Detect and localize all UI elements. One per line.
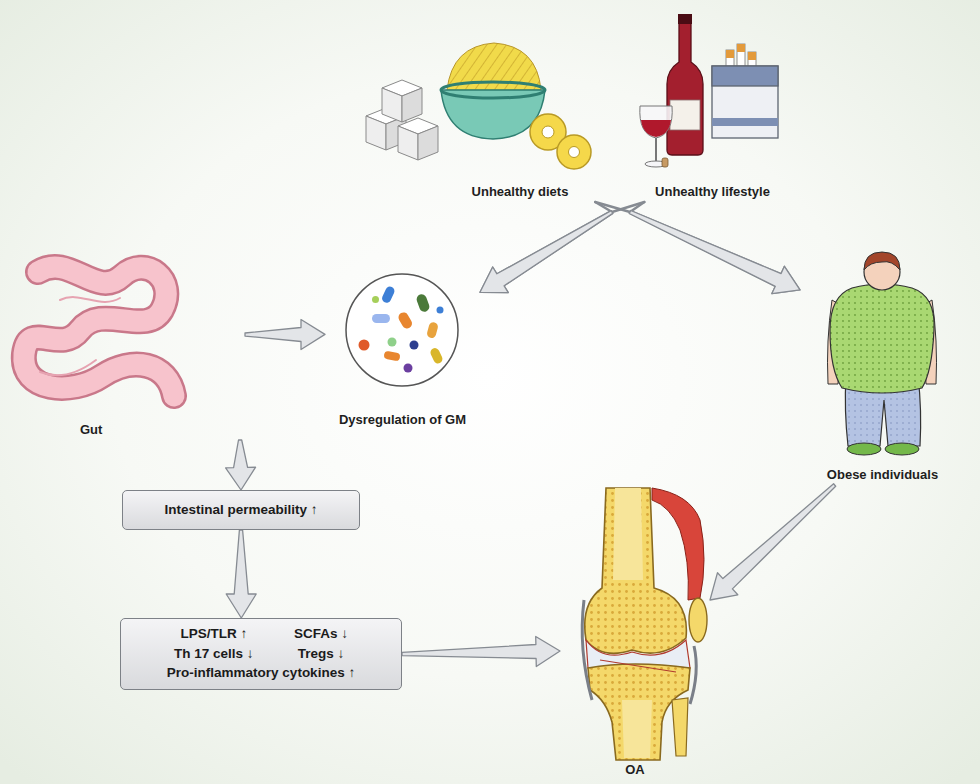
arrow-shape xyxy=(226,530,256,618)
node-label: Obese individuals xyxy=(827,467,938,483)
box-text: Th 17 cells ↓ xyxy=(174,646,254,663)
arrow-tail xyxy=(595,202,630,212)
block-arrow xyxy=(629,202,800,294)
block-arrow xyxy=(226,440,256,490)
block-arrow xyxy=(402,637,560,667)
arrow-shape xyxy=(402,637,560,667)
process-box: LPS/TLR ↑ SCFAs ↓ Th 17 cells ↓ Tregs ↓ Pro-… xyxy=(120,618,402,690)
block-arrow xyxy=(595,202,800,294)
arrow-shape xyxy=(245,320,325,350)
wine xyxy=(640,14,703,167)
arrow-shape xyxy=(629,211,800,294)
box-text: LPS/TLR ↑ xyxy=(180,626,247,643)
lifestyle-illustration: Unhealthy lifestyle xyxy=(640,15,785,202)
donuts xyxy=(530,114,591,169)
node-label: Dysregulation of GM xyxy=(339,412,466,428)
block-arrow xyxy=(480,202,644,293)
node-label: OA xyxy=(625,762,645,778)
box-text: Tregs ↓ xyxy=(298,646,345,663)
sugar-cubes xyxy=(366,80,438,160)
obese-illustration: Obese individuals xyxy=(800,250,965,485)
block-arrow xyxy=(245,320,325,350)
knee-joint xyxy=(582,488,707,760)
microbiota-circle-node: Dysregulation of GM xyxy=(325,268,480,430)
block-arrow xyxy=(480,202,613,293)
box-text: SCFAs ↓ xyxy=(294,626,348,643)
gut-illustration: Gut xyxy=(10,255,245,440)
intestine xyxy=(24,267,174,396)
box-text: Pro-inflammatory cytokines ↑ xyxy=(167,665,355,682)
diet-illustration: Unhealthy diets xyxy=(360,40,600,202)
knee-illustration: OA xyxy=(560,480,710,780)
box-text: Intestinal permeability ↑ xyxy=(164,502,317,519)
process-box: Intestinal permeability ↑ xyxy=(122,490,360,530)
node-label: Unhealthy diets xyxy=(472,184,569,200)
microbiota-circle xyxy=(346,274,458,386)
arrow-shape xyxy=(710,484,836,600)
block-arrow xyxy=(710,484,836,600)
cigarette-pack xyxy=(712,44,778,138)
obese-person xyxy=(828,252,937,455)
arrow-shape xyxy=(480,211,613,293)
arrow-shape xyxy=(226,440,256,490)
node-label: Gut xyxy=(80,422,102,438)
node-label: Unhealthy lifestyle xyxy=(655,184,770,200)
fries-bowl xyxy=(441,43,545,139)
arrow-shape xyxy=(629,211,800,294)
block-arrow xyxy=(226,530,256,618)
arrow-shape xyxy=(480,211,613,293)
